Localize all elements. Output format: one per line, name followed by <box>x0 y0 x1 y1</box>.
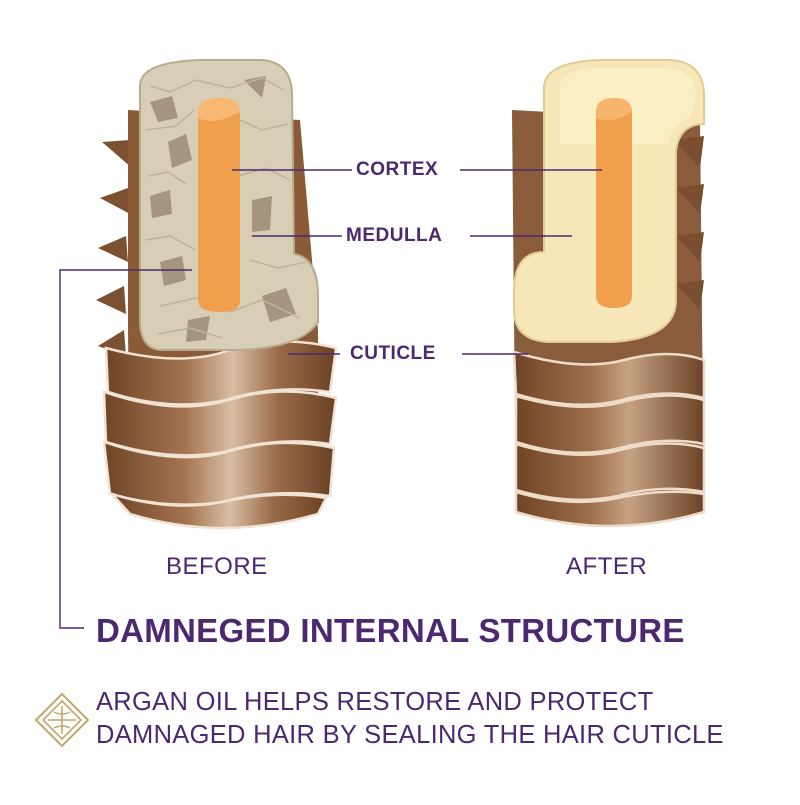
cuticle-label: CUTICLE <box>350 343 436 365</box>
diamond-emblem-icon <box>36 694 88 746</box>
cortex-label: CORTEX <box>356 159 438 181</box>
medulla-label: MEDULLA <box>346 225 442 247</box>
after-caption: AFTER <box>566 553 647 581</box>
lifted-cuticle-scales <box>96 140 132 356</box>
before-cross-section <box>140 60 318 350</box>
before-medulla-core <box>198 98 240 312</box>
headline: DAMNEGED INTERNAL STRUCTURE <box>96 612 685 650</box>
after-hair-strand <box>512 60 704 526</box>
cuticle-scales <box>104 341 336 528</box>
after-medulla-core <box>596 98 632 308</box>
sealed-cuticle-scales <box>514 352 704 526</box>
argan-oil-note: ARGAN OIL HELPS RESTORE AND PROTECT DAMN… <box>96 686 724 752</box>
before-hair-strand <box>96 60 336 528</box>
before-caption: BEFORE <box>166 553 268 581</box>
note-line-2: DAMNAGED HAIR BY SEALING THE HAIR CUTICL… <box>96 719 724 752</box>
note-line-1: ARGAN OIL HELPS RESTORE AND PROTECT <box>96 686 724 719</box>
